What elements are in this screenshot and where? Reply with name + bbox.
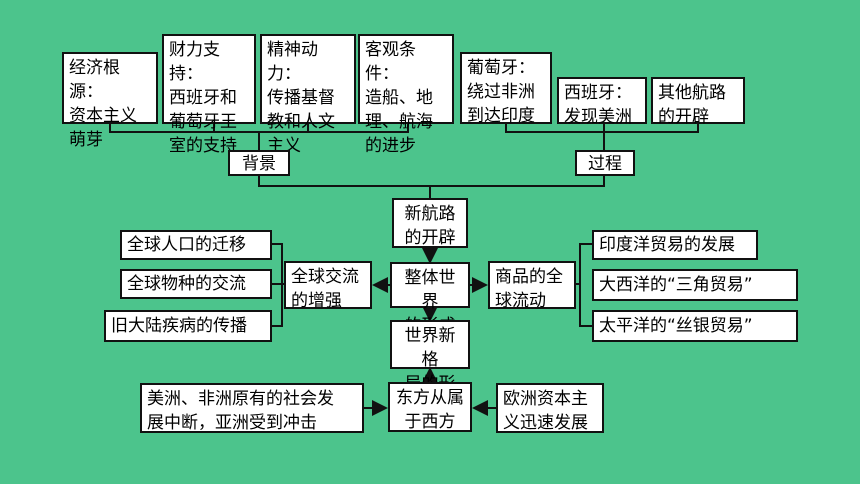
global-exchange-box: 全球交流 的增强 — [284, 261, 372, 311]
top-trunk — [258, 176, 605, 198]
european-capitalism-box: 欧洲资本主 义迅速发展 — [496, 383, 604, 433]
new-route-box: 新航路 的开辟 — [392, 198, 468, 248]
background-label: 背景 — [228, 150, 290, 176]
pacific-trade-box: 太平洋的“丝银贸易” — [592, 310, 798, 342]
spiritual-motive-box: 精神动力： 传播基督 教和人文 主义 — [260, 34, 356, 156]
indian-ocean-trade-box: 印度洋贸易的发展 — [592, 230, 758, 260]
objective-conditions-box: 客观条件： 造船、地 理、航海 的进步 — [358, 34, 454, 156]
east-subordinate-box: 东方从属 于西方 — [388, 382, 472, 432]
spain-box: 西班牙： 发现美洲 — [557, 77, 647, 127]
left-bracket — [272, 243, 284, 327]
process-label: 过程 — [575, 150, 635, 176]
financial-support-box: 财力支持： 西班牙和 葡萄牙王 室的支持 — [162, 34, 256, 156]
whole-world-box: 整体世界 的形成 — [390, 262, 470, 336]
other-routes-box: 其他航路 的开辟 — [651, 77, 745, 127]
commodity-flow-box: 商品的全 球流动 — [488, 261, 576, 311]
economic-root-box: 经济根源： 资本主义 萌芽 — [62, 52, 158, 150]
new-pattern-box: 世界新格 局的形成 — [390, 320, 470, 418]
right-bracket — [576, 243, 592, 327]
atlantic-trade-box: 大西洋的“三角贸易” — [592, 269, 798, 301]
disease-spread-box: 旧大陆疾病的传播 — [104, 310, 272, 342]
americas-africa-box: 美洲、非洲原有的社会发 展中断，亚洲受到冲击 — [140, 383, 364, 433]
process-bracket — [505, 124, 699, 150]
portugal-box: 葡萄牙： 绕过非洲 到达印度 — [460, 52, 552, 126]
population-migration-box: 全球人口的迁移 — [120, 230, 272, 260]
species-exchange-box: 全球物种的交流 — [120, 269, 272, 299]
background-bracket — [109, 124, 409, 150]
